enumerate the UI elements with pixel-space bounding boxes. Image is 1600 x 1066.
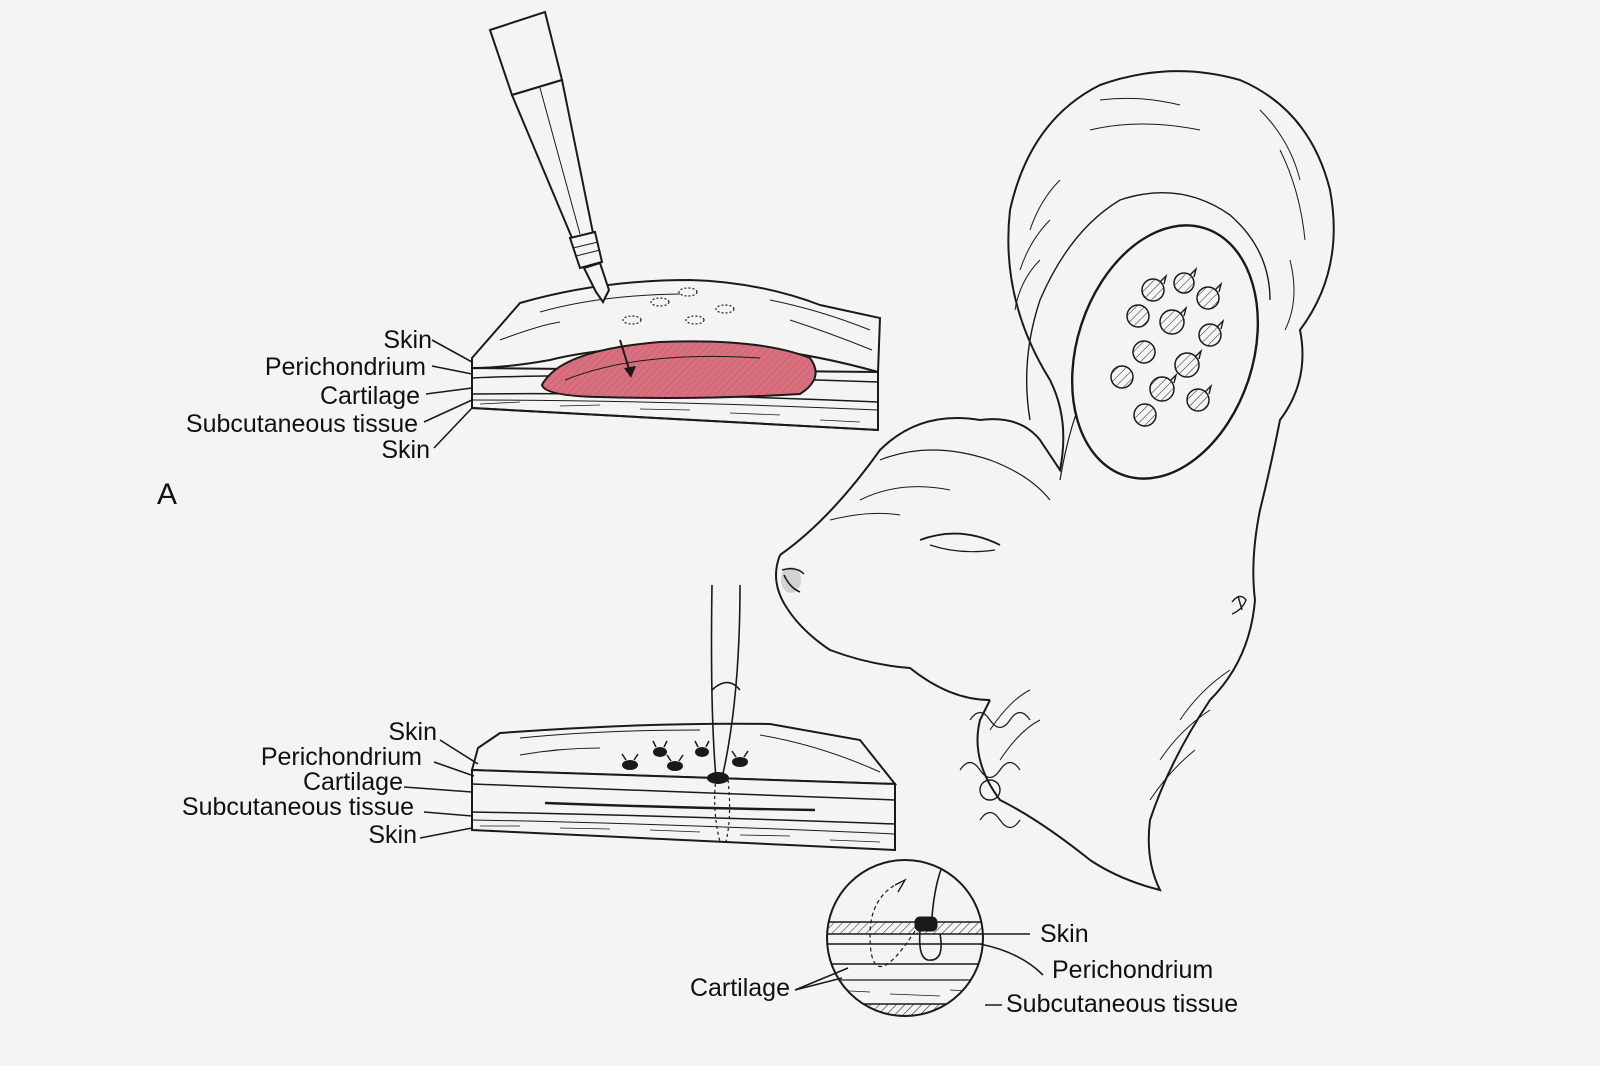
panel-a-label-cartilage: Cartilage: [319, 382, 420, 410]
panel-a-label-perichondrium: Perichondrium: [264, 353, 426, 381]
aspiration-syringe: [490, 12, 609, 302]
inset-label-subcutaneous: Subcutaneous tissue: [1006, 990, 1239, 1018]
panel-b-label-skin-bottom: Skin: [368, 821, 417, 849]
panel-b-tissue-block: [472, 585, 895, 850]
panel-a-tissue-block: [472, 280, 880, 430]
inset-label-skin: Skin: [1040, 920, 1089, 948]
inset-label-cartilage: Cartilage: [689, 974, 790, 1002]
panel-b-label-subcutaneous: Subcutaneous tissue: [181, 793, 414, 821]
panel-a-label-subcutaneous: Subcutaneous tissue: [185, 410, 418, 438]
ear-suture-window: [1041, 201, 1289, 503]
panel-b-label-skin-top: Skin: [388, 718, 437, 746]
panel-b-leader-lines: [404, 740, 478, 838]
inset-label-perichondrium: Perichondrium: [1052, 956, 1214, 984]
dog-head-drawing: [776, 71, 1334, 890]
hematoma-cavity: [542, 340, 816, 398]
panel-a-label-skin-bottom: Skin: [381, 436, 430, 464]
panel-b-label-cartilage: Cartilage: [302, 768, 403, 796]
panel-b-label-perichondrium: Perichondrium: [260, 743, 422, 771]
panel-a-leader-lines: [424, 340, 472, 448]
panel-a-label-skin-top: Skin: [383, 326, 432, 354]
panel-a-letter: A: [157, 478, 178, 511]
